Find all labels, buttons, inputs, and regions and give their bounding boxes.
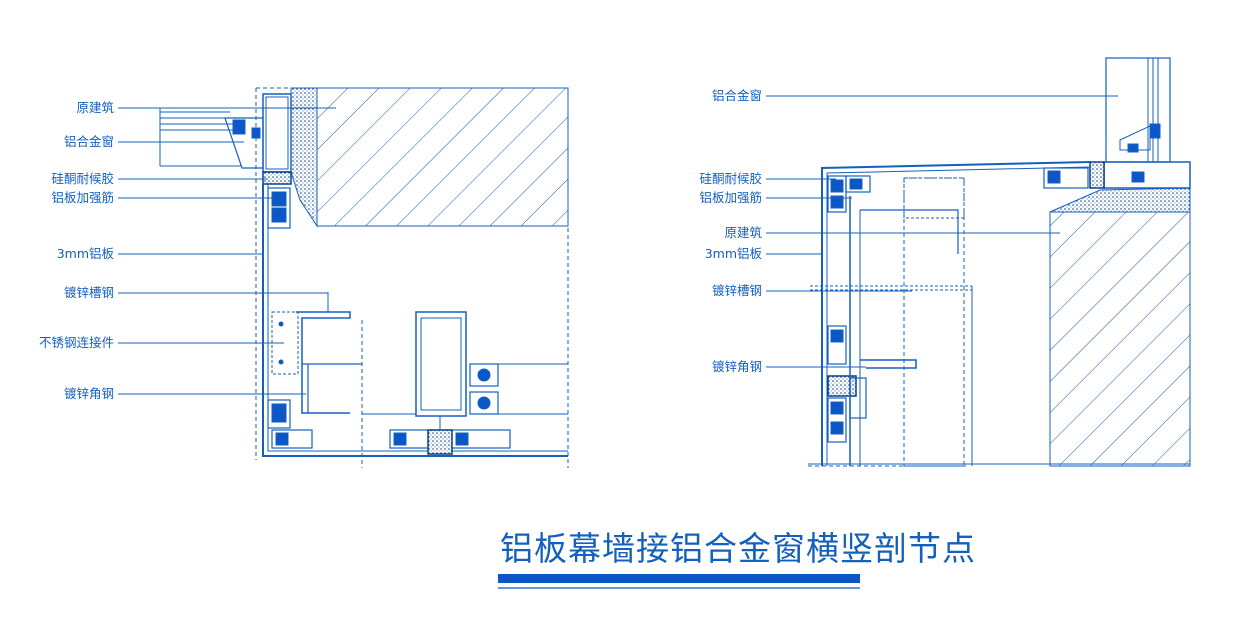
label-right-silicone-sealant: 硅酮耐候胶: [699, 171, 762, 186]
label-right-channel-steel: 镀锌槽钢: [712, 283, 762, 298]
label-left-aluminum-window: 铝合金窗: [64, 134, 114, 149]
left-concrete-wall: [316, 87, 569, 227]
label-left-channel-steel: 镀锌槽钢: [64, 285, 114, 300]
label-left-original-building: 原建筑: [76, 100, 114, 115]
label-left-silicone-sealant: 硅酮耐候胶: [51, 171, 114, 186]
left-labels: 原建筑 铝合金窗 硅酮耐候胶 铝板加强筋 3mm铝板 镀锌槽钢 不锈钢连接件 镀…: [39, 100, 115, 401]
label-right-original-building: 原建筑: [724, 225, 762, 240]
right-leaders: [766, 95, 1118, 368]
left-channel-steel: [296, 311, 351, 414]
drawing-title: 铝板幕墙接铝合金窗横竖剖节点: [500, 529, 976, 568]
left-window-frame: [262, 93, 292, 173]
label-left-panel-stiffener: 铝板加强筋: [51, 190, 114, 205]
label-left-stainless-connector: 不锈钢连接件: [39, 335, 114, 350]
right-detail: [808, 57, 1191, 467]
label-left-aluminum-panel: 3mm铝板: [57, 246, 115, 261]
left-angle-steel: [302, 363, 362, 413]
label-right-aluminum-panel: 3mm铝板: [705, 246, 763, 261]
left-leaders: [118, 107, 336, 395]
left-detail: [159, 87, 569, 468]
label-right-angle-steel: 镀锌角钢: [712, 359, 762, 374]
label-right-panel-stiffener: 铝板加强筋: [699, 190, 762, 205]
label-right-aluminum-window: 铝合金窗: [712, 88, 762, 103]
right-concrete-wall: [1049, 211, 1191, 467]
label-left-angle-steel: 镀锌角钢: [64, 386, 114, 401]
right-mortar-strip: [1049, 187, 1191, 213]
left-sealant: [262, 171, 292, 185]
title-underline-thick: [498, 574, 860, 583]
left-aluminum-panel: [262, 184, 568, 457]
right-labels: 铝合金窗 硅酮耐候胶 铝板加强筋 原建筑 3mm铝板 镀锌槽钢 镀锌角钢: [699, 88, 762, 374]
left-mortar-strip: [290, 87, 318, 228]
